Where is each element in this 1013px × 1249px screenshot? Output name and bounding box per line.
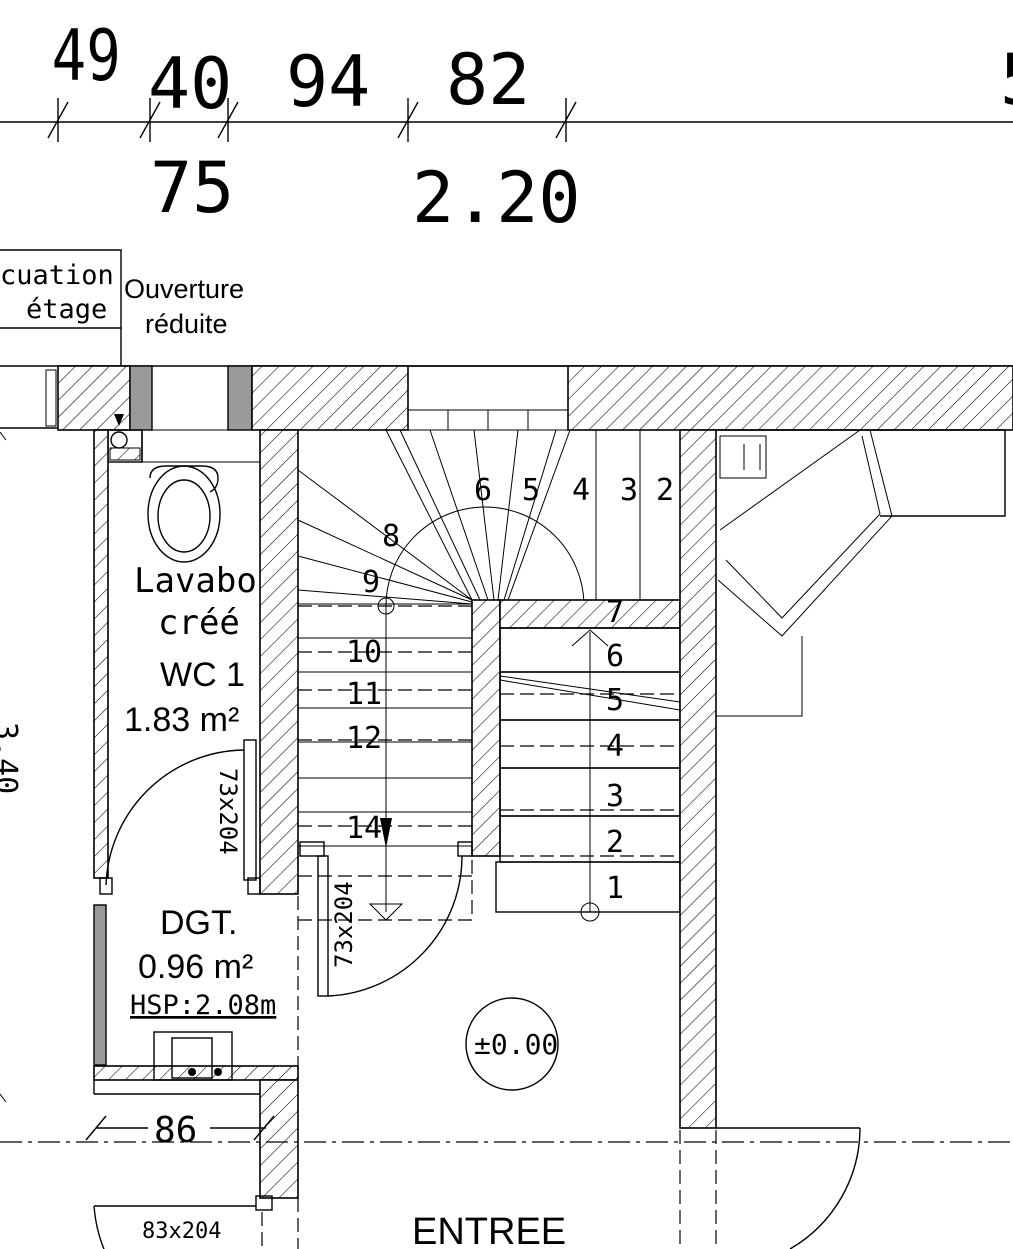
dimension-40: 40 bbox=[148, 43, 232, 125]
entry-door-size: 83x204 bbox=[142, 1219, 221, 1244]
stair-door: 73x204 bbox=[297, 841, 473, 1080]
step-upper-5: 5 bbox=[522, 473, 540, 508]
step-upper-2: 2 bbox=[656, 473, 674, 508]
step-upper-3: 3 bbox=[620, 473, 638, 508]
entrance-label: ENTREE bbox=[412, 1211, 566, 1249]
step-upper-6: 6 bbox=[474, 473, 492, 508]
step-winder-9: 9 bbox=[362, 565, 380, 600]
step-right-6: 6 bbox=[606, 639, 624, 674]
wc-area: 1.83 m² bbox=[124, 701, 239, 739]
evacuation-pipe-icon bbox=[107, 414, 260, 463]
dimension-49: 49 bbox=[52, 17, 121, 98]
entry-door: 83x204 bbox=[93, 1127, 861, 1249]
wc-walls bbox=[93, 429, 299, 1199]
step-right-5: 5 bbox=[606, 683, 624, 718]
lavabo-label-1: Lavabo bbox=[134, 561, 257, 601]
dgt-height: HSP:2.08m bbox=[130, 990, 276, 1021]
dimension-partial: 5 bbox=[1000, 39, 1013, 121]
level-marker: ±0.00 bbox=[465, 997, 559, 1091]
opening-label-2: réduite bbox=[145, 309, 228, 339]
dimension-chain: 49 40 94 82 5 75 2.20 bbox=[0, 17, 1013, 239]
dimension-75: 75 bbox=[150, 147, 234, 229]
wall-right bbox=[679, 429, 717, 1129]
dimension-82: 82 bbox=[446, 39, 530, 121]
side-dimension: 3.40 bbox=[0, 722, 23, 794]
lavabo-label-2: créé bbox=[158, 603, 240, 643]
exterior-wall-top bbox=[0, 365, 1013, 431]
stair-door-size: 73x204 bbox=[330, 881, 358, 968]
step-right-7: 7 bbox=[606, 595, 624, 630]
step-winder-8: 8 bbox=[382, 519, 400, 554]
step-left-10: 10 bbox=[346, 635, 382, 670]
wc-name: WC 1 bbox=[160, 656, 245, 694]
toilet-icon bbox=[147, 465, 221, 563]
step-right-4: 4 bbox=[606, 729, 624, 764]
bathtub-icon bbox=[716, 429, 1006, 717]
dimension-wc-width: 86 bbox=[85, 1110, 275, 1151]
step-right-1: 1 bbox=[606, 871, 624, 906]
step-right-3: 3 bbox=[606, 779, 624, 814]
evacuation-text-1: cuation bbox=[0, 260, 114, 291]
step-left-12: 12 bbox=[346, 721, 382, 756]
dimension-2-20: 2.20 bbox=[412, 157, 581, 239]
staircase: 6 5 4 3 2 8 9 10 11 12 14 7 6 5 4 3 2 1 bbox=[297, 429, 681, 922]
level-value: ±0.00 bbox=[474, 1028, 558, 1061]
wc-door: 73x204 bbox=[99, 739, 261, 895]
opening-label-1: Ouverture bbox=[124, 274, 244, 304]
electrical-panel-icon bbox=[153, 1031, 233, 1081]
dgt-name: DGT. bbox=[160, 904, 237, 942]
step-left-14: 14 bbox=[346, 811, 382, 846]
step-right-2: 2 bbox=[606, 825, 624, 860]
dgt-area: 0.96 m² bbox=[138, 948, 253, 986]
step-upper-4: 4 bbox=[572, 473, 590, 508]
evacuation-text-2: étage bbox=[26, 294, 107, 325]
dimension-86: 86 bbox=[154, 1110, 197, 1151]
wc-door-size: 73x204 bbox=[214, 768, 242, 855]
step-left-11: 11 bbox=[346, 677, 382, 712]
dimension-94: 94 bbox=[286, 41, 370, 123]
